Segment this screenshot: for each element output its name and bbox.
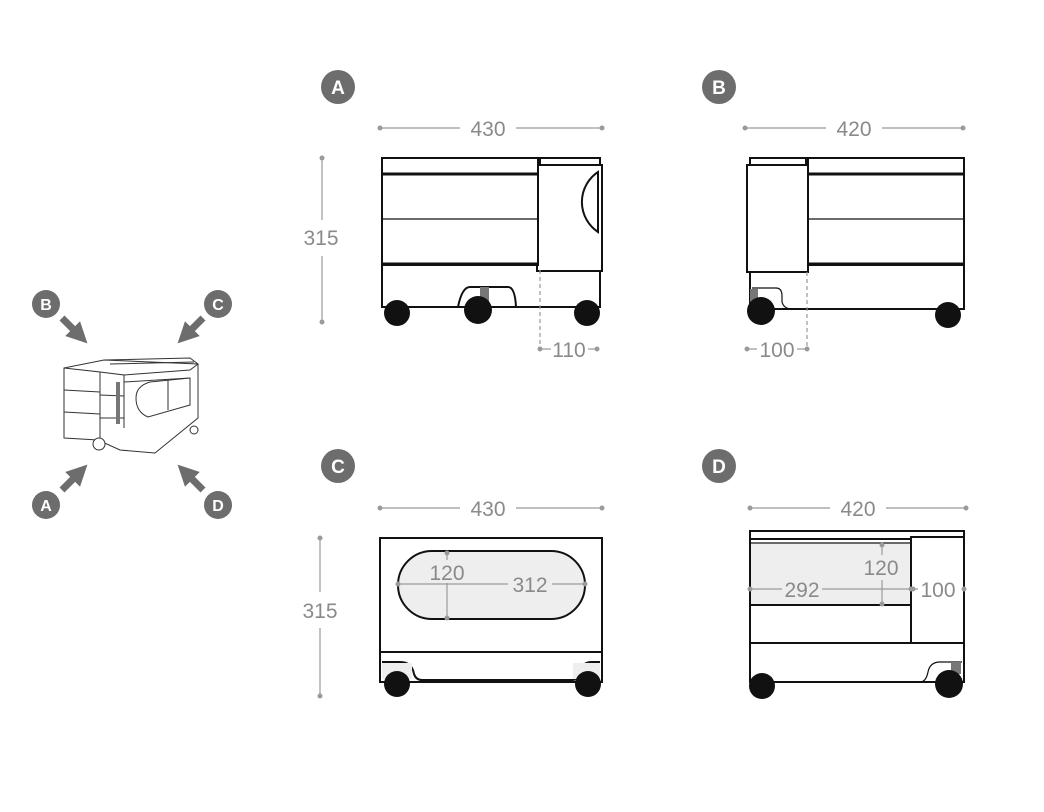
arrow-b (59, 315, 88, 344)
arrow-a (59, 464, 88, 493)
svg-text:B: B (40, 297, 52, 314)
svg-text:100: 100 (759, 339, 794, 362)
svg-text:315: 315 (302, 600, 337, 623)
dim-width-d: 420 (747, 498, 969, 521)
svg-text:312: 312 (512, 574, 547, 597)
svg-text:120: 120 (429, 562, 464, 585)
svg-text:B: B (712, 78, 726, 99)
svg-text:D: D (712, 457, 726, 478)
badge-c: C (321, 449, 355, 483)
svg-text:315: 315 (303, 227, 338, 250)
drawer-front (751, 544, 910, 605)
svg-text:420: 420 (840, 498, 875, 521)
badge-c-small: C (204, 290, 232, 318)
svg-text:100: 100 (920, 579, 955, 602)
badge-a: A (321, 70, 355, 104)
svg-text:292: 292 (784, 579, 819, 602)
svg-text:110: 110 (552, 339, 585, 362)
svg-text:120: 120 (863, 557, 898, 580)
badge-b-small: B (32, 290, 60, 318)
svg-text:D: D (212, 498, 224, 515)
trolley-side-b (746, 157, 965, 328)
svg-text:C: C (212, 297, 224, 314)
trolley-front-d (749, 530, 965, 699)
dim-offset-b: 100 (744, 272, 810, 362)
view-d: D 420 120 292 100 (702, 449, 969, 699)
arrow-d (177, 464, 206, 493)
badge-a-small: A (32, 491, 60, 519)
dim-width-b: 420 (742, 118, 966, 141)
badge-d: D (702, 449, 736, 483)
dim-height-c: 315 (302, 535, 338, 699)
trolley-iso-icon (63, 357, 199, 454)
dim-width-c: 430 (377, 498, 605, 521)
view-c: C 430 315 120 312 (302, 449, 605, 699)
svg-text:430: 430 (470, 498, 505, 521)
svg-text:420: 420 (836, 118, 871, 141)
dim-opening-c: 120 312 (395, 550, 588, 621)
overview-perspective: B C A D (32, 290, 232, 519)
view-a: A 430 315 (303, 70, 605, 362)
dim-drawer-d: 120 292 100 (747, 542, 967, 607)
dim-width-a: 430 (377, 118, 605, 141)
handle-opening (397, 550, 586, 620)
svg-text:A: A (40, 498, 52, 515)
badge-d-small: D (204, 491, 232, 519)
trolley-side-a (381, 157, 603, 326)
svg-text:A: A (331, 78, 345, 99)
arrow-c (177, 315, 206, 344)
dim-offset-a: 110 (537, 270, 600, 362)
svg-text:C: C (331, 457, 345, 478)
trolley-back-c (379, 537, 603, 697)
badge-b: B (702, 70, 736, 104)
svg-text:430: 430 (470, 118, 505, 141)
view-b: B 420 100 (702, 70, 966, 362)
dim-height-a: 315 (303, 155, 339, 325)
